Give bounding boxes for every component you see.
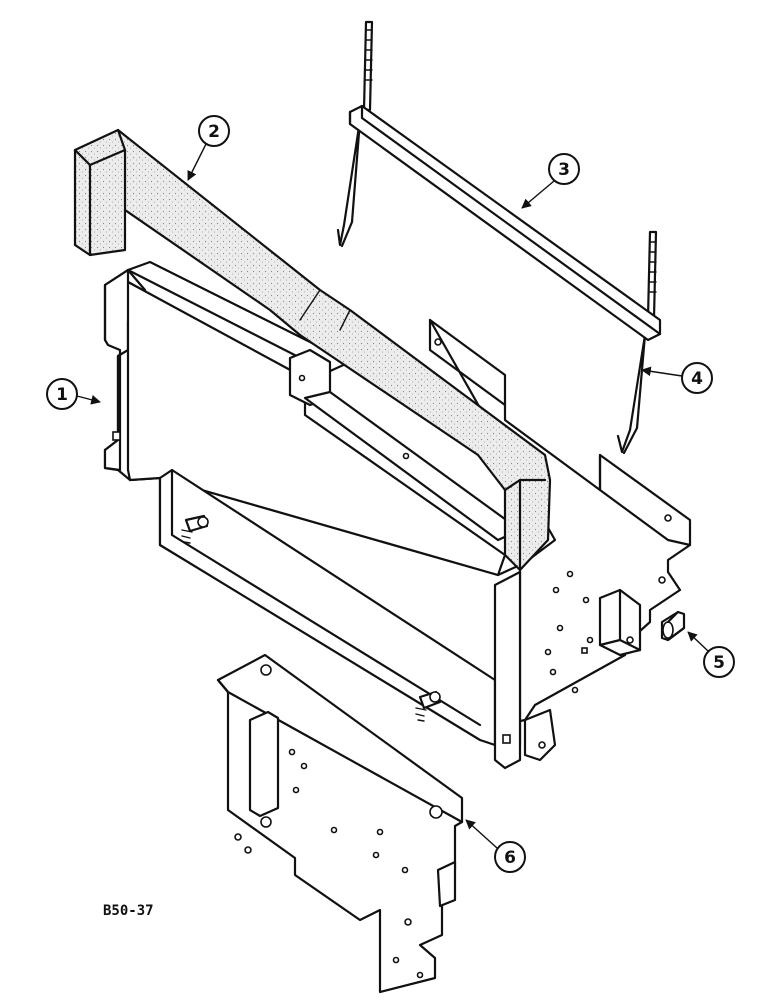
right-threaded-rod — [646, 230, 658, 320]
svg-text:5: 5 — [713, 653, 725, 673]
svg-text:4: 4 — [691, 369, 703, 389]
callout-6: 6 — [465, 819, 526, 873]
callout-2: 2 — [187, 115, 230, 181]
callout-4: 4 — [641, 362, 713, 394]
right-rod-threads — [649, 241, 657, 293]
foam-pad — [73, 128, 552, 572]
figure-code: B50-37 — [103, 903, 154, 919]
left-threaded-rod — [362, 20, 374, 112]
left-hook — [336, 118, 362, 248]
stud-right — [415, 690, 442, 722]
svg-text:6: 6 — [504, 848, 516, 868]
mounting-plate — [216, 653, 464, 994]
svg-text:1: 1 — [56, 385, 68, 405]
callout-1: 1 — [46, 378, 101, 410]
pin — [660, 610, 686, 642]
svg-text:2: 2 — [208, 122, 220, 142]
stud-left — [181, 514, 209, 544]
main-panel-frame — [103, 260, 557, 770]
svg-text:3: 3 — [558, 160, 570, 180]
left-rod-threads — [365, 29, 373, 81]
callout-5: 5 — [687, 631, 735, 678]
crossbar — [348, 104, 662, 342]
right-hook — [616, 333, 647, 455]
callout-3: 3 — [521, 153, 580, 209]
